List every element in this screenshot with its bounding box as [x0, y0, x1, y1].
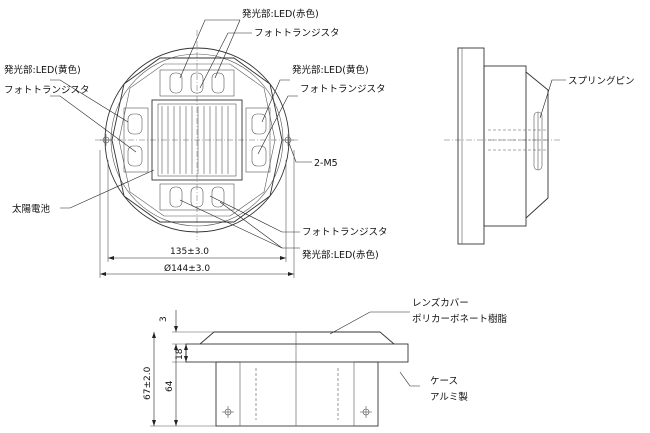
- dim-inner-width: 135±3.0: [170, 247, 209, 257]
- left-sensor-block: [123, 107, 149, 173]
- elevation-view: [150, 310, 420, 427]
- top-sensor-block: [159, 69, 235, 97]
- label-led-yellow-left: 発光部:LED(黄色): [4, 64, 81, 76]
- label-led-yellow-right: 発光部:LED(黄色): [292, 64, 369, 76]
- right-sensor-block: [245, 107, 271, 173]
- dim-3: 3: [159, 316, 169, 322]
- dim-67: 67±2.0: [143, 366, 153, 400]
- label-screw: 2-M5: [314, 158, 338, 169]
- screw-hole-left: [100, 134, 112, 146]
- dim-outer-diameter: Ø144±3.0: [164, 263, 210, 274]
- screw-hole-right: [282, 134, 294, 146]
- dim-64: 64: [165, 380, 175, 392]
- label-case-material: アルミ製: [430, 391, 468, 403]
- label-led-red-top: 発光部:LED(赤色): [242, 8, 319, 20]
- solar-panel: [151, 99, 243, 181]
- label-led-red-bottom: 発光部:LED(赤色): [302, 249, 379, 261]
- side-view: [444, 47, 566, 245]
- label-photo-left: フォトトランジスタ: [4, 85, 90, 96]
- label-lens-cover: レンズカバー: [412, 297, 469, 309]
- label-photo-right: フォトトランジスタ: [300, 84, 386, 95]
- label-solar: 太陽電池: [12, 203, 51, 215]
- dim-18: 18: [175, 348, 185, 360]
- label-lens-material: ポリカーボネート樹脂: [412, 313, 508, 325]
- label-photo-top: フォトトランジスタ: [254, 28, 340, 39]
- label-spring-pin: スプリングピン: [568, 75, 635, 87]
- label-case: ケース: [430, 376, 458, 387]
- front-view: [50, 19, 312, 278]
- bottom-sensor-block: [159, 183, 235, 211]
- spring-pin: [533, 111, 543, 171]
- label-photo-bottom: フォトトランジスタ: [302, 227, 388, 238]
